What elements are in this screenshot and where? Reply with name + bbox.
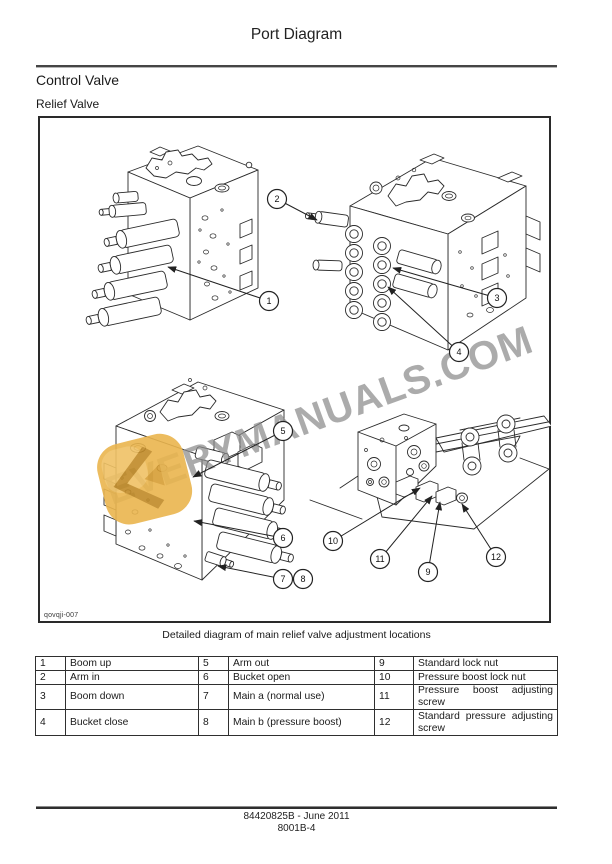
legend-key: 7 <box>198 684 229 710</box>
section-heading: Control Valve <box>36 72 120 88</box>
valve-top-right <box>304 153 541 351</box>
callout-leader-3 <box>392 266 498 299</box>
footer-doc-number: 84420825B - June 2011 <box>243 811 350 822</box>
callout-number-3: 3 <box>494 293 499 303</box>
legend-key: 5 <box>198 656 229 671</box>
watermark-logo <box>97 433 193 525</box>
legend-description: Main b (pressure boost) <box>228 709 375 736</box>
callout-number-1: 1 <box>266 296 271 306</box>
legend-description: Boom down <box>65 684 199 710</box>
callout-circle-8 <box>292 568 314 590</box>
footer-rule <box>36 806 557 809</box>
callout-leader-12 <box>461 503 497 558</box>
legend-description: Pressure boost lock nut <box>413 670 558 685</box>
callout-number-9: 9 <box>425 567 430 577</box>
legend-key: 3 <box>35 684 66 710</box>
legend-key: 2 <box>35 670 66 685</box>
legend-description: Bucket close <box>65 709 199 736</box>
footer-page-code: 8001B-4 <box>277 823 316 834</box>
legend-description: Standard pressure adjusting screw <box>413 709 558 736</box>
header-rule <box>36 65 557 68</box>
callout-number-10: 10 <box>328 536 338 546</box>
legend-description: Arm in <box>65 670 199 685</box>
figure-caption: Detailed diagram of main relief valve ad… <box>162 629 431 641</box>
valve-top-left <box>85 145 259 327</box>
figure-id: qovqji-007 <box>44 612 79 619</box>
legend-description: Arm out <box>228 656 375 671</box>
callout-circle-9 <box>417 561 439 583</box>
legend-description: Boom up <box>65 656 199 671</box>
callout-number-11: 11 <box>375 554 384 564</box>
callout-number-4: 4 <box>456 347 461 357</box>
legend-key: 12 <box>374 709 414 736</box>
callout-leader-11 <box>379 495 433 560</box>
legend-description: Main a (normal use) <box>228 684 375 710</box>
legend-key: 8 <box>198 709 229 736</box>
callout-number-8: 8 <box>300 574 305 584</box>
callout-leader-6 <box>193 519 284 539</box>
callout-circle-4 <box>448 341 470 363</box>
legend-key: 11 <box>374 684 414 710</box>
callout-leader-9 <box>427 501 443 573</box>
callout-number-2: 2 <box>274 194 279 204</box>
page-title: Port Diagram <box>250 26 343 43</box>
legend-key: 6 <box>198 670 229 685</box>
callout-leader-7 <box>217 564 284 580</box>
valve-detail-bottom-right <box>309 413 551 530</box>
callout-number-12: 12 <box>491 552 501 562</box>
callout-circle-10 <box>322 530 344 552</box>
legend-description: Bucket open <box>228 670 375 685</box>
callout-leader-10 <box>332 487 421 542</box>
callout-circle-6 <box>272 527 294 549</box>
legend-description: Pressure boost adjusting screw <box>413 684 558 710</box>
callout-number-5: 5 <box>280 426 285 436</box>
legend-description: Standard lock nut <box>413 656 558 671</box>
callout-number-7: 7 <box>280 574 285 584</box>
callout-circle-11 <box>369 548 391 570</box>
legend-key: 10 <box>374 670 414 685</box>
callout-leader-1 <box>167 266 270 302</box>
callout-leader-4 <box>387 286 460 353</box>
callout-circle-1 <box>258 290 280 312</box>
callout-number-6: 6 <box>280 533 285 543</box>
callout-circle-2 <box>266 188 288 210</box>
callout-leader-5 <box>192 430 284 478</box>
callout-circle-3 <box>486 287 508 309</box>
callout-circle-5 <box>272 420 294 442</box>
legend-key: 4 <box>35 709 66 736</box>
legend-key: 9 <box>374 656 414 671</box>
subsection-heading: Relief Valve <box>36 97 100 111</box>
callout-circle-7 <box>272 568 294 590</box>
callout-circle-12 <box>485 546 507 568</box>
legend-key: 1 <box>35 656 66 671</box>
